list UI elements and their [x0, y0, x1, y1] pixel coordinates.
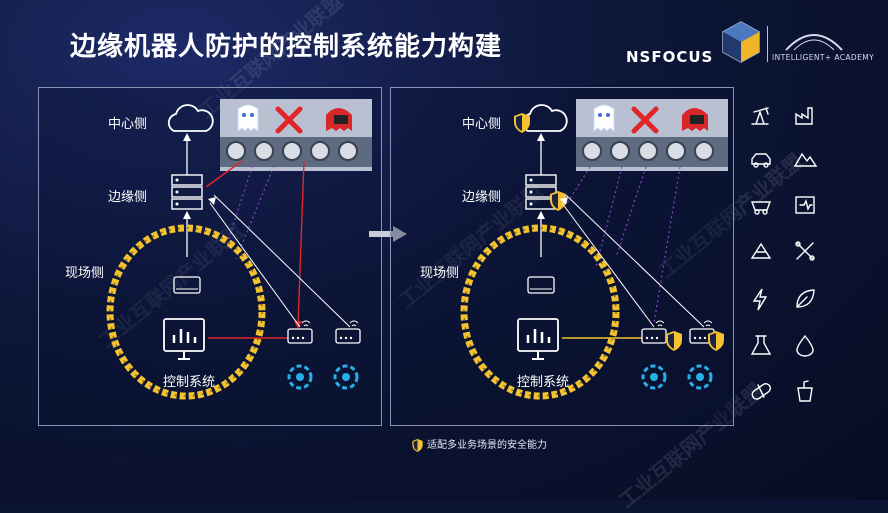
router-icon	[689, 320, 715, 344]
circuit-icon	[795, 196, 815, 214]
robot-swirl-icon	[641, 364, 667, 390]
footer-text: 适配多业务场景的安全能力	[427, 440, 547, 451]
left-diagram	[106, 99, 372, 400]
router-icon	[335, 320, 361, 344]
cube-logo-icon	[722, 21, 760, 63]
left-edge-label: 边缘侧	[108, 190, 148, 205]
right-diagram	[460, 99, 728, 400]
shield-icon	[514, 113, 530, 133]
hmi-device-icon	[527, 276, 555, 294]
router-icon	[641, 320, 667, 344]
monitor-icon	[163, 318, 205, 360]
pile-icon	[750, 242, 772, 259]
threat-image	[576, 99, 728, 171]
hmi-device-icon	[173, 276, 201, 294]
lightning-icon	[752, 288, 768, 311]
star-field	[0, 0, 888, 500]
right-field-label: 现场侧	[420, 266, 460, 281]
leaf-icon	[796, 289, 815, 308]
robot-swirl-icon	[333, 364, 359, 390]
shield-icon	[666, 331, 682, 351]
router-icon	[287, 320, 313, 344]
academy-label: INTELLIGENT+ ACADEMY	[772, 53, 875, 62]
right-center-label: 中心侧	[462, 117, 502, 132]
robot-swirl-icon	[287, 364, 313, 390]
tools-icon	[795, 241, 815, 261]
server-icon	[171, 174, 203, 210]
brand-name: NSFOCUS	[626, 48, 714, 66]
footer-note: 适配多业务场景的安全能力	[412, 436, 547, 452]
industry-icon-grid	[750, 107, 818, 402]
slide-title: 边缘机器人防护的控制系统能力构建	[70, 32, 503, 62]
nsfocus-logo: NSFOCUS INTELLIGENT+ ACADEMY	[626, 20, 876, 66]
shield-icon	[412, 438, 423, 452]
academy-arc-icon	[785, 34, 843, 51]
transition-arrow-icon	[369, 226, 407, 242]
oil-pump-icon	[751, 107, 769, 125]
cloud-icon	[167, 104, 214, 132]
factory-icon	[795, 107, 813, 125]
car-icon	[751, 153, 771, 168]
mountain-icon	[793, 152, 818, 167]
robot-swirl-icon	[687, 364, 713, 390]
left-field-label: 现场侧	[65, 266, 105, 281]
right-control-label: 控制系统	[517, 375, 570, 390]
mine-cart-icon	[750, 201, 772, 215]
monitor-icon	[517, 318, 559, 360]
flask-icon	[750, 335, 772, 355]
left-control-label: 控制系统	[163, 375, 216, 390]
pill-icon	[751, 383, 771, 400]
food-icon	[797, 380, 813, 402]
logo-divider	[767, 26, 768, 62]
water-drop-icon	[796, 334, 814, 357]
shield-icon	[550, 191, 566, 211]
shield-icon	[708, 331, 724, 351]
left-center-label: 中心侧	[108, 117, 148, 132]
right-edge-label: 边缘侧	[462, 190, 502, 205]
threat-image	[220, 99, 372, 171]
